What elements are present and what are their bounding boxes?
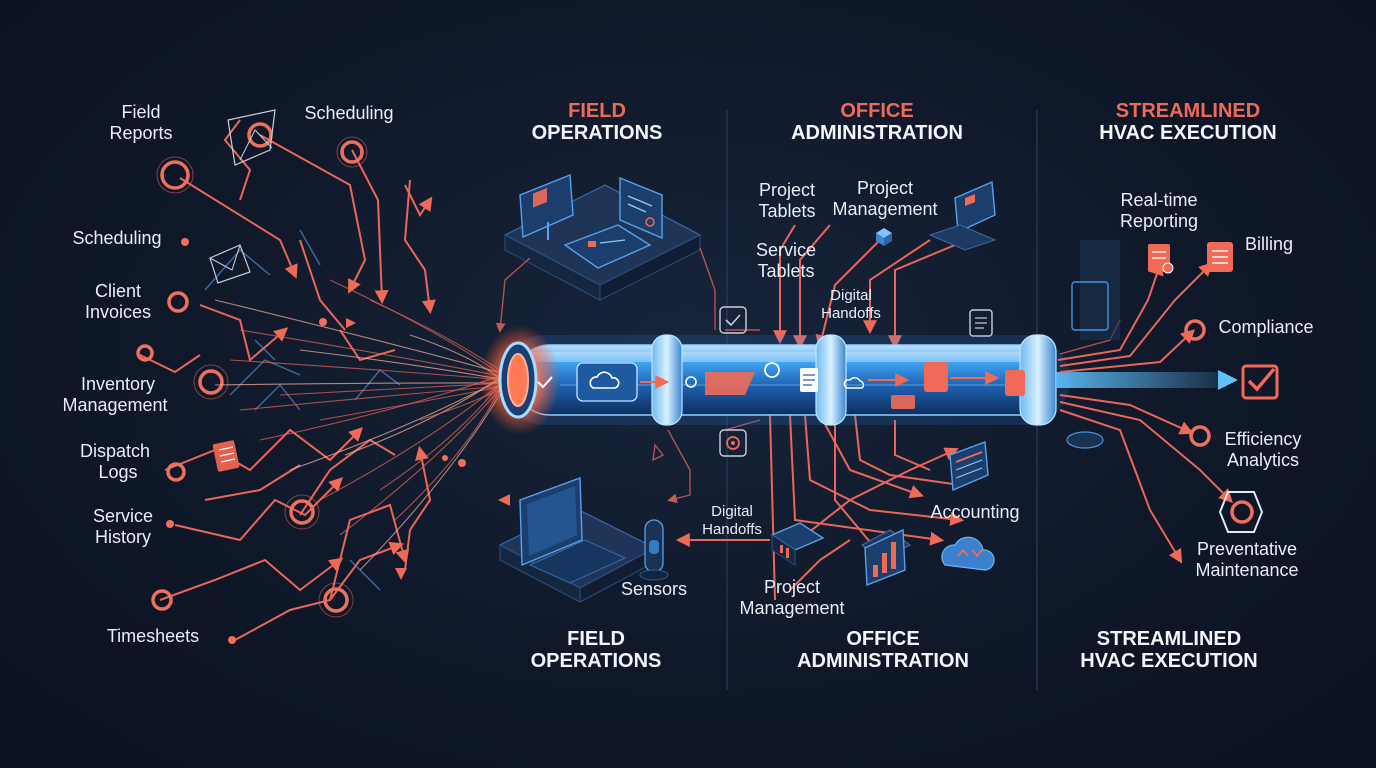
convergence-line bbox=[259, 373, 506, 441]
output-arrow-icon bbox=[1218, 370, 1238, 390]
header-office-administration-line1: OFFICE bbox=[840, 100, 913, 122]
gear-icon bbox=[764, 362, 780, 378]
laptop-icon bbox=[954, 180, 996, 234]
footer-office-administration-line1: OFFICE bbox=[846, 628, 919, 650]
header-field-operations-line2: OPERATIONS bbox=[532, 122, 663, 144]
spreadsheet-icon bbox=[949, 441, 989, 492]
document-icon bbox=[924, 362, 948, 392]
node-ring-icon bbox=[166, 462, 186, 482]
label-timesheets: Timesheets bbox=[107, 626, 199, 646]
data-pipeline bbox=[480, 325, 1238, 435]
cloud-icon bbox=[941, 536, 995, 571]
document-icon bbox=[1005, 370, 1025, 396]
node-ring-icon bbox=[167, 291, 189, 313]
field-report-icon bbox=[227, 109, 276, 166]
pipe-collar bbox=[651, 334, 683, 426]
data-tag-icon bbox=[705, 372, 755, 395]
label-scheduling: Scheduling bbox=[72, 228, 161, 248]
convergence-line bbox=[214, 299, 506, 375]
node-ring-icon bbox=[136, 344, 154, 362]
gear-icon bbox=[726, 436, 740, 450]
header-office-administration-line2: ADMINISTRATION bbox=[791, 122, 963, 144]
compliance-icon bbox=[1184, 319, 1206, 341]
header-field-operations-line1: FIELD bbox=[568, 100, 626, 122]
footer-field-operations-line1: FIELD bbox=[567, 628, 625, 650]
footer-streamlined-line1: STREAMLINED bbox=[1097, 628, 1241, 650]
node-ring-icon bbox=[151, 589, 173, 611]
device-icon bbox=[1071, 281, 1109, 331]
sensor-icon bbox=[639, 519, 669, 581]
monitor-icon bbox=[519, 173, 574, 239]
section-headers-bottom: FIELD OPERATIONS OFFICE ADMINISTRATION S… bbox=[531, 628, 1258, 672]
input-nodes bbox=[136, 122, 466, 644]
label-sensors: Sensors bbox=[621, 579, 687, 599]
node-ring-icon bbox=[323, 587, 349, 613]
maintenance-icon bbox=[1218, 491, 1264, 533]
pipe-collar bbox=[1019, 334, 1057, 426]
tablet-icon bbox=[563, 224, 652, 269]
convergence-line bbox=[239, 385, 506, 411]
footer-field-operations-line2: OPERATIONS bbox=[531, 650, 662, 672]
checkbox-icon bbox=[719, 306, 747, 334]
node-ring-icon bbox=[340, 140, 364, 164]
field-workstation-illustration bbox=[495, 173, 716, 333]
convergence-line bbox=[239, 329, 506, 378]
convergence-line bbox=[214, 382, 506, 386]
input-flow-lines bbox=[139, 119, 436, 641]
cloud-panel-icon bbox=[576, 362, 638, 402]
convergence-line bbox=[229, 359, 506, 381]
convergence-line bbox=[329, 279, 506, 378]
convergence-lines bbox=[214, 279, 506, 571]
gear-box-icon bbox=[719, 429, 747, 457]
footer-streamlined-line2: HVAC EXECUTION bbox=[1080, 650, 1257, 672]
footer-office-administration-line2: ADMINISTRATION bbox=[797, 650, 969, 672]
node-ring-icon bbox=[160, 160, 190, 190]
analytics-icon bbox=[1189, 425, 1211, 447]
output-icons bbox=[1148, 242, 1279, 533]
envelope-icon bbox=[209, 244, 251, 284]
monitor-icon bbox=[619, 176, 663, 240]
label-billing: Billing bbox=[1245, 234, 1293, 254]
pipe-collar bbox=[815, 334, 847, 426]
document-icon bbox=[969, 309, 993, 337]
node-ring-icon bbox=[247, 122, 273, 148]
office-icons bbox=[719, 180, 997, 587]
dispatch-log-icon bbox=[212, 440, 240, 472]
section-headers-top: FIELD OPERATIONS OFFICE ADMINISTRATION S… bbox=[532, 100, 1277, 144]
header-streamlined-line1: STREAMLINED bbox=[1116, 100, 1260, 122]
check-icon bbox=[537, 376, 553, 389]
checkbox-icon bbox=[1241, 364, 1279, 400]
label-scheduling-top: Scheduling bbox=[304, 103, 393, 123]
label-accounting: Accounting bbox=[930, 502, 1019, 522]
node-ring-icon bbox=[289, 499, 315, 525]
header-streamlined-line2: HVAC EXECUTION bbox=[1099, 122, 1276, 144]
field-laptop-illustration bbox=[498, 477, 657, 603]
right-background-tech bbox=[1066, 240, 1120, 449]
output-beam bbox=[1056, 372, 1226, 388]
label-compliance: Compliance bbox=[1218, 317, 1313, 337]
convergence-line bbox=[319, 379, 506, 501]
node-ring-icon bbox=[198, 369, 224, 395]
